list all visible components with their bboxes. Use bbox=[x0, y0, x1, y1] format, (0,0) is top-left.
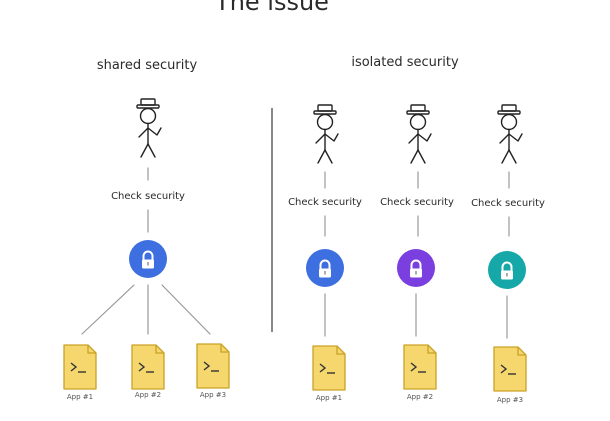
shared-app-label: App #1 bbox=[67, 393, 93, 401]
isolated-check-security-label-1: Check security bbox=[288, 197, 362, 208]
isolated-lock-2-icon bbox=[397, 249, 435, 287]
connector bbox=[81, 284, 135, 335]
shared-app1-file-icon bbox=[63, 344, 97, 390]
isolated-security-heading: isolated security bbox=[351, 55, 459, 70]
isolated-lock-3-icon bbox=[488, 251, 526, 289]
shared-check-security-label: Check security bbox=[111, 191, 185, 202]
shared-app-label: App #2 bbox=[135, 391, 161, 399]
shared-lock-icon bbox=[129, 240, 167, 278]
isolated-lock-1-circle bbox=[306, 249, 344, 287]
isolated-app3-file-icon bbox=[493, 346, 527, 392]
isolated-person-2-icon bbox=[406, 104, 432, 164]
shared-person-icon bbox=[136, 98, 162, 158]
shared-app2-file-icon bbox=[131, 344, 165, 390]
isolated-app-label-1: App #1 bbox=[316, 394, 342, 402]
isolated-app1-file-icon bbox=[312, 345, 346, 391]
shared-app3-file-icon bbox=[196, 343, 230, 389]
shared-security-heading: shared security bbox=[97, 58, 198, 73]
shared-lock-circle bbox=[129, 240, 167, 278]
isolated-lock-3-circle bbox=[488, 251, 526, 289]
isolated-lock-2-circle bbox=[397, 249, 435, 287]
isolated-person-1-icon bbox=[313, 104, 339, 164]
isolated-check-security-label-2: Check security bbox=[380, 197, 454, 208]
diagram-title: The issue bbox=[214, 0, 329, 16]
connector bbox=[161, 284, 211, 335]
isolated-app-label-2: App #2 bbox=[407, 393, 433, 401]
isolated-app-label-3: App #3 bbox=[497, 396, 523, 404]
isolated-app2-file-icon bbox=[403, 344, 437, 390]
isolated-check-security-label-3: Check security bbox=[471, 198, 545, 209]
isolated-lock-1-icon bbox=[306, 249, 344, 287]
isolated-person-3-icon bbox=[497, 104, 523, 164]
shared-app-label: App #3 bbox=[200, 391, 226, 399]
